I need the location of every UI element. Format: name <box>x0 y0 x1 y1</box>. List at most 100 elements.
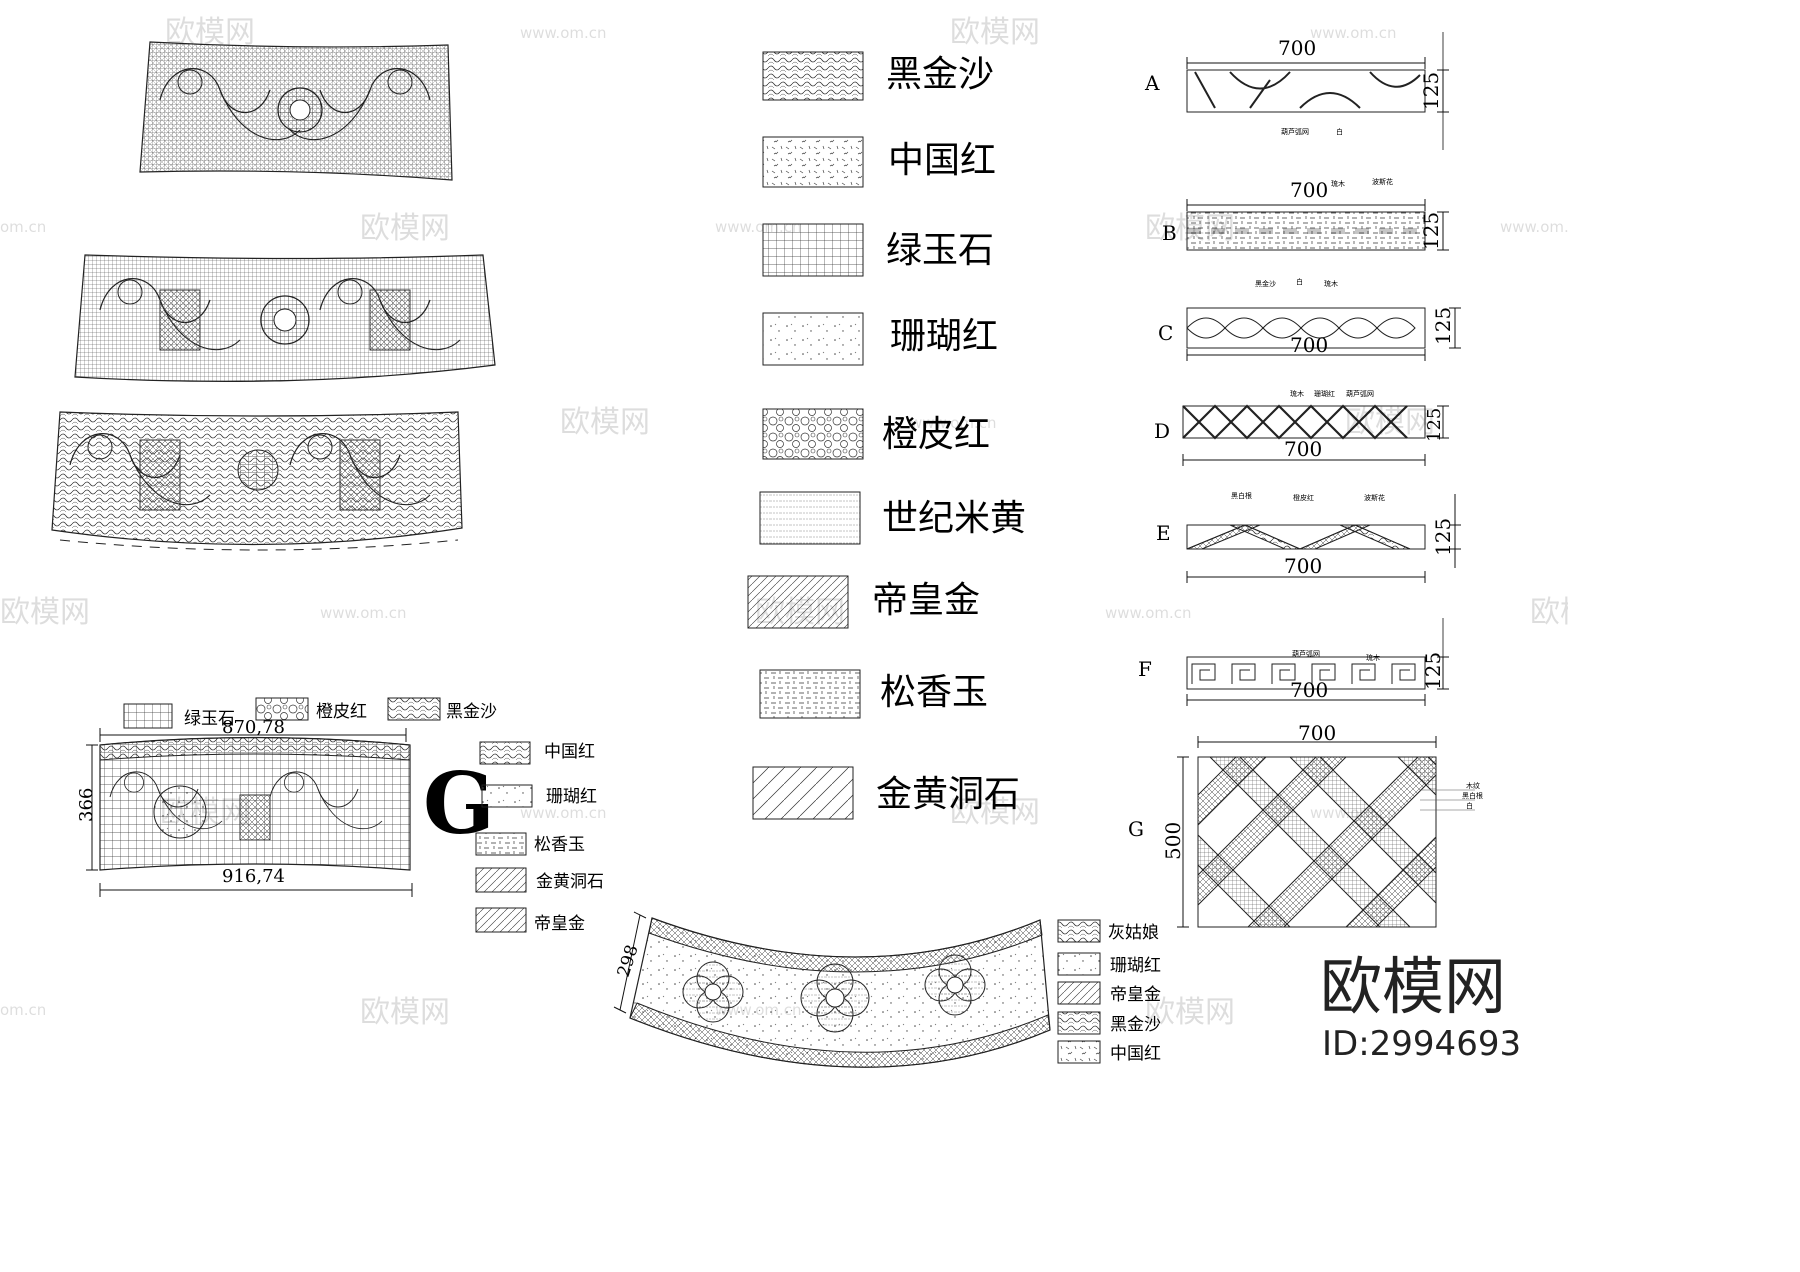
panel-g-letter: G <box>1128 817 1144 841</box>
panel-c-height: 125 <box>1431 307 1455 345</box>
panel-a-width: 700 <box>1278 36 1316 60</box>
panel-f-note-1: 琉木 <box>1366 653 1380 662</box>
panel-g-note-2: 白 <box>1466 801 1473 810</box>
wm-brand-2: 欧模网 <box>950 15 1040 50</box>
panel-g-note-1: 黑白根 <box>1462 791 1483 800</box>
panel-g <box>1177 736 1475 928</box>
panel-d-note-1: 珊瑚红 <box>1314 389 1335 398</box>
brand-logo-text: 欧模网 <box>1320 950 1506 1023</box>
panel-e-note-1: 橙皮红 <box>1293 493 1314 502</box>
band-g-legend-right-1: 珊瑚红 <box>546 787 597 807</box>
legend-label-8: 金黄洞石 <box>876 774 1020 815</box>
panel-e-letter: E <box>1156 521 1171 545</box>
watermark-layer: 欧模网 www.om.cn 欧模网 www.om.cn om.cn 欧模网 ww… <box>0 15 1568 1030</box>
legend-label-1: 中国红 <box>888 140 996 181</box>
panel-e <box>1186 494 1461 583</box>
wm-url-5: www.om.cn <box>910 414 997 432</box>
legend-swatch-2 <box>762 223 864 277</box>
wm-brand-9: 欧模网 <box>1530 595 1568 630</box>
panel-c-width: 700 <box>1290 333 1328 357</box>
legend-swatch-6 <box>747 575 849 629</box>
panel-f-width: 700 <box>1290 678 1328 702</box>
ornament-band-1 <box>139 41 453 181</box>
arc-legend <box>1057 919 1101 1064</box>
arc-legend-2: 帝皇金 <box>1110 985 1161 1005</box>
band-g-legend-right-3: 金黄洞石 <box>536 872 604 892</box>
panel-c-letter: C <box>1158 321 1173 345</box>
legend-label-2: 绿玉石 <box>886 230 994 271</box>
legend-main <box>747 51 864 820</box>
panel-a-note-1: 白 <box>1336 127 1343 136</box>
legend-swatch-0 <box>762 51 864 101</box>
panel-b-height: 125 <box>1419 212 1443 250</box>
band-g-legend-right <box>475 741 533 933</box>
panel-g-height: 500 <box>1161 822 1185 860</box>
panel-b-note-1: 波斯花 <box>1372 177 1393 186</box>
band-g <box>86 728 413 897</box>
panel-g-note-0: 木纹 <box>1466 781 1480 790</box>
wm-brand-4: 欧模网 <box>1145 211 1235 246</box>
wm-url-8: www.om.cn <box>520 804 607 822</box>
panel-c-note-0: 黑金沙 <box>1255 279 1276 288</box>
legend-label-6: 帝皇金 <box>872 580 980 621</box>
legend-label-3: 珊瑚红 <box>890 316 998 357</box>
band-g-legend-top-1: 橙皮红 <box>316 702 367 722</box>
panel-f-height: 125 <box>1421 652 1445 690</box>
wm-brand-8: 欧模网 <box>755 595 845 630</box>
panel-e-note-2: 波斯花 <box>1364 493 1385 502</box>
panel-e-note-0: 黑白根 <box>1231 491 1252 500</box>
panel-b-note-0: 琉木 <box>1331 179 1345 188</box>
brand-id: ID:2994693 <box>1322 1024 1521 1064</box>
panel-e-width: 700 <box>1284 554 1322 578</box>
wm-url-9: www.om.cn <box>1310 804 1397 822</box>
arc-legend-4: 中国红 <box>1110 1044 1161 1064</box>
wm-url-4: www.om.cn <box>1500 218 1568 236</box>
ornament-band-2 <box>74 254 496 383</box>
panel-d-width: 700 <box>1284 437 1322 461</box>
legend-swatch-7 <box>759 669 861 719</box>
wm-url-short-2: om.cn <box>0 1001 46 1019</box>
panel-c-note-2: 琉木 <box>1324 279 1338 288</box>
arc-legend-0: 灰姑娘 <box>1108 923 1159 943</box>
panel-a <box>1186 32 1449 150</box>
wm-brand-1: 欧模网 <box>165 15 255 50</box>
panel-f-letter: F <box>1138 657 1152 681</box>
panel-f <box>1186 618 1449 706</box>
panel-d-height: 125 <box>1424 408 1445 442</box>
panel-a-note-0: 葫芦弧网 <box>1281 127 1309 136</box>
panel-e-height: 125 <box>1431 518 1455 556</box>
legend-swatch-3 <box>762 312 864 366</box>
wm-url-10: www.om.cn <box>715 1001 802 1019</box>
panel-a-letter: A <box>1144 71 1160 95</box>
band-g-side-dim: 366 <box>76 788 97 822</box>
wm-brand-6: 欧模网 <box>1345 405 1435 440</box>
panel-d-letter: D <box>1154 419 1170 443</box>
panel-d <box>1182 404 1449 466</box>
panel-d-note-2: 葫芦弧网 <box>1346 389 1374 398</box>
wm-url-2: www.om.cn <box>1310 24 1397 42</box>
band-g-legend-right-2: 松香玉 <box>534 835 585 855</box>
band-g-legend-top <box>123 697 441 729</box>
legend-swatch-1 <box>762 136 864 188</box>
wm-url-1: www.om.cn <box>520 24 607 42</box>
wm-url-7: www.om.cn <box>1105 604 1192 622</box>
wm-brand-12: 欧模网 <box>360 995 450 1030</box>
panel-c <box>1186 307 1461 361</box>
legend-label-4: 橙皮红 <box>882 414 990 455</box>
wm-brand-11: 欧模网 <box>950 795 1040 830</box>
wm-url-6: www.om.cn <box>320 604 407 622</box>
panel-b <box>1186 199 1449 251</box>
panel-b-letter: B <box>1162 221 1177 245</box>
wm-url-3: www.om.cn <box>715 218 802 236</box>
band-g-legend-top-2: 黑金沙 <box>446 702 497 722</box>
wm-brand-10: 欧模网 <box>160 795 250 830</box>
ornament-band-3 <box>51 411 463 551</box>
panel-d-note-0: 琉木 <box>1290 389 1304 398</box>
legend-swatch-4 <box>762 408 864 460</box>
arc-panel-side-dim: 298 <box>614 943 643 980</box>
panel-f-note-0: 葫芦弧网 <box>1292 649 1320 658</box>
wm-url-short-1: om.cn <box>0 218 46 236</box>
band-g-legend-right-4: 帝皇金 <box>534 914 585 934</box>
legend-swatch-8 <box>752 766 854 820</box>
legend-swatch-5 <box>759 491 861 545</box>
